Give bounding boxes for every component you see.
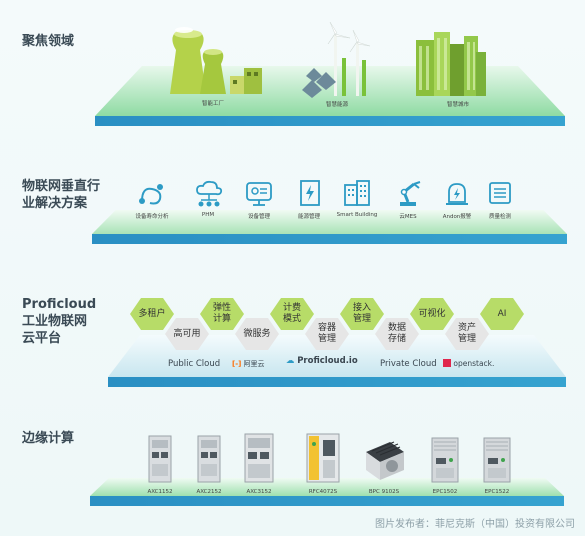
controller-device-icon: [148, 435, 172, 483]
public-cloud-label: Public Cloud: [168, 359, 221, 369]
feature-hex: 接入管理: [340, 298, 384, 330]
solutions-platform: [92, 210, 567, 244]
openstack-icon: [443, 359, 451, 367]
device-label: BPC 9102S: [368, 489, 400, 495]
solution-label: PHM: [201, 212, 215, 218]
device-label: RFC4072S: [308, 489, 338, 495]
feature-text: 计算: [212, 314, 231, 324]
wind-turbine-icon: [302, 21, 371, 98]
feature-text: 弹性: [212, 303, 231, 313]
building-icon: [344, 180, 370, 206]
safety-controller-icon: [306, 433, 340, 483]
solution-label: 设备寿命分析: [135, 214, 169, 220]
proficloud-logo: ☁ Proficloud.io: [286, 356, 358, 366]
edge-pc-icon: [431, 437, 459, 483]
focus-label: 智慧城市: [446, 102, 470, 108]
factory-icon: [170, 27, 262, 94]
cloud-network-icon: [196, 180, 223, 207]
feature-text: 管理: [457, 334, 476, 344]
alarm-icon: [446, 183, 468, 205]
feature-text: 管理: [317, 334, 336, 344]
aliyun-label: 阿里云: [243, 360, 265, 368]
edge-pc-icon: [483, 437, 511, 483]
feature-hex: 高可用: [165, 318, 209, 350]
controller-device-icon: [244, 433, 274, 483]
controller-device-icon: [197, 435, 221, 483]
device-label: AXC2152: [196, 489, 222, 495]
cloud-title-line1: Proficloud: [22, 297, 97, 312]
feature-text: 资产: [457, 323, 476, 333]
feature-text: 计费: [282, 303, 301, 313]
proficloud-cloud-icon: ☁: [286, 356, 295, 366]
feature-text: 高可用: [173, 328, 201, 339]
image-credit: 图片发布者：菲尼克斯（中国）投资有限公司: [375, 519, 575, 530]
lifecycle-icon: [139, 184, 163, 205]
energy-meter-icon: [300, 180, 320, 206]
cloud-title: Proficloud 工业物联网 云平台: [22, 296, 96, 347]
feature-hex: 微服务: [235, 318, 279, 350]
focus-title: 聚焦领域: [22, 34, 75, 49]
city-buildings-icon: [416, 32, 486, 96]
box-pc-icon: [366, 441, 404, 480]
feature-hex: 容器管理: [305, 318, 349, 350]
solution-label: 云MES: [399, 214, 417, 220]
feature-hex: AI: [480, 298, 524, 330]
feature-hex: 弹性计算: [200, 298, 244, 330]
feature-text: 模式: [282, 314, 301, 324]
feature-text: 微服务: [243, 328, 271, 339]
device-label: AXC3152: [246, 489, 272, 495]
feature-text: 容器: [317, 323, 336, 333]
device-label: EPC1502: [432, 489, 458, 495]
aliyun-logo: [-] 阿里云: [232, 359, 265, 369]
feature-hex: 计费模式: [270, 298, 314, 330]
device-label: AXC1152: [147, 489, 173, 495]
focus-label: 智慧能源: [325, 102, 349, 108]
vertical-title-line2: 业解决方案: [22, 196, 88, 211]
feature-hex: 数据存储: [375, 318, 419, 350]
solution-label: Smart Building: [336, 212, 378, 218]
solution-label: 能源管理: [297, 214, 321, 220]
monitor-tools-icon: [246, 182, 272, 206]
feature-hex: 资产管理: [445, 318, 489, 350]
focus-label: 智能工厂: [201, 101, 225, 107]
solution-label: 设备管理: [247, 214, 271, 220]
robot-arm-icon: [400, 181, 421, 206]
vertical-title: 物联网垂直行 业解决方案: [22, 178, 100, 212]
feature-text: 可视化: [418, 308, 446, 319]
feature-text: AI: [497, 308, 507, 319]
feature-text: 存储: [387, 334, 406, 344]
openstack-logo: openstack.: [443, 359, 494, 368]
proficloud-label: Proficloud.io: [297, 356, 358, 366]
aliyun-icon: [-]: [232, 360, 242, 368]
solution-label: 质量检测: [488, 214, 512, 220]
feature-text: 管理: [352, 314, 371, 324]
openstack-label: openstack.: [453, 359, 495, 368]
edge-title: 边缘计算: [22, 431, 75, 446]
feature-text: 多租户: [138, 308, 166, 319]
vertical-title-line1: 物联网垂直行: [22, 179, 101, 194]
device-label: EPC1522: [484, 489, 510, 495]
feature-text: 接入: [352, 303, 371, 313]
feature-hex: 可视化: [410, 298, 454, 330]
cloud-title-line2: 工业物联网: [22, 314, 88, 329]
feature-hex: 多租户: [130, 298, 174, 330]
feature-text: 数据: [387, 323, 406, 333]
inspection-icon: [489, 182, 511, 204]
solution-label: Andon报警: [442, 214, 472, 220]
private-cloud-label: Private Cloud: [380, 359, 437, 369]
cloud-title-line3: 云平台: [22, 331, 62, 346]
